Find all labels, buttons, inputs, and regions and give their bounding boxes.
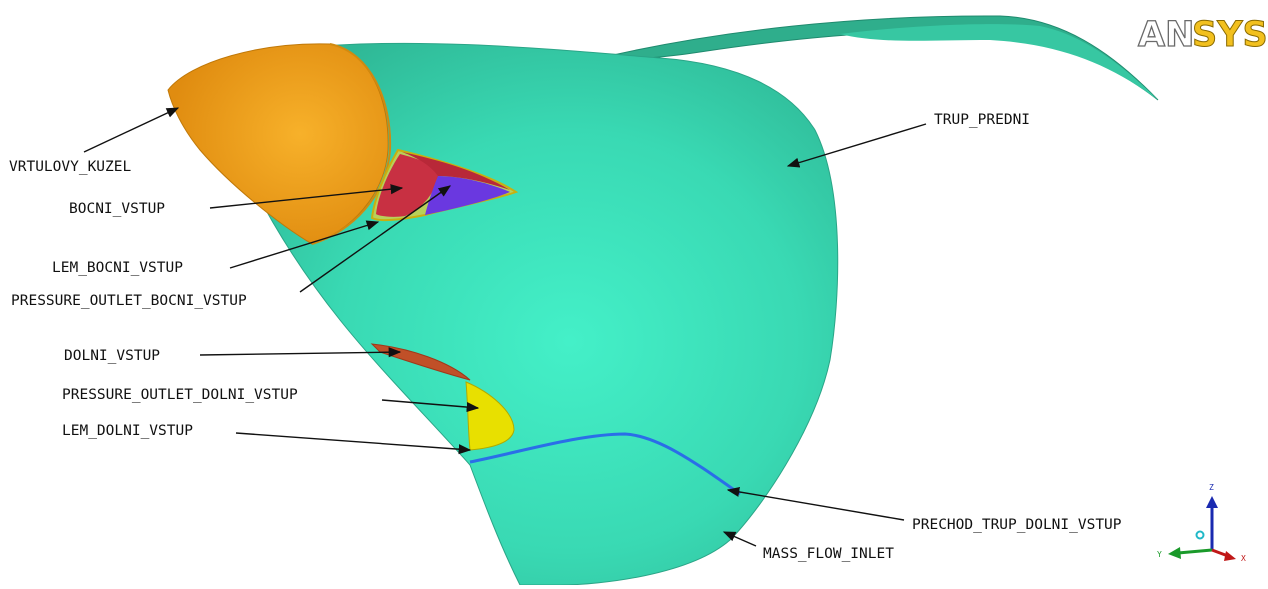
label-prechod-trup-dolni-vstup: PRECHOD_TRUP_DOLNI_VSTUP (912, 517, 1122, 533)
leader-arrows (83, 107, 927, 547)
transition-line (469, 432, 741, 496)
triad-x-arrowhead (1224, 551, 1236, 561)
arrow-bocni-vstup (209, 184, 404, 209)
label-lem-bocni-vstup: LEM_BOCNI_VSTUP (52, 260, 183, 276)
label-trup-predni: TRUP_PREDNI (934, 112, 1030, 128)
triad-x-label: X (1241, 554, 1246, 563)
arrow-pressure-outlet-bocni-vstup (299, 185, 452, 293)
part-labels: VRTULOVY_KUZEL TRUP_PREDNI BOCNI_VSTUP L… (9, 112, 1122, 562)
arrow-lem-bocni-vstup (229, 220, 380, 269)
label-pressure-outlet-bocni-vstup: PRESSURE_OUTLET_BOCNI_VSTUP (11, 293, 247, 309)
label-mass-flow-inlet: MASS_FLOW_INLET (763, 546, 894, 562)
svg-text:SYS: SYS (1192, 15, 1268, 55)
arrow-lem-dolni-vstup (235, 432, 472, 455)
arrow-mass-flow-inlet (722, 531, 757, 547)
triad-origin-marker (1195, 530, 1205, 540)
lower-inlet-outlet-surface (465, 381, 515, 451)
arrow-pressure-outlet-dolni-vstup (381, 399, 480, 413)
triad-y-label: Y (1157, 550, 1162, 559)
arrow-prechod-trup-dolni-vstup (726, 486, 905, 521)
arrow-vrtulovy-kuzel (83, 107, 180, 153)
label-lem-dolni-vstup: LEM_DOLNI_VSTUP (62, 423, 193, 439)
triad-z-label: Z (1209, 483, 1214, 492)
arrow-trup-predni (786, 123, 927, 168)
label-vrtulovy-kuzel: VRTULOVY_KUZEL (9, 159, 131, 175)
axis-triad[interactable]: Z Y X (1157, 483, 1246, 563)
ansys-logo: AN SYS (1137, 14, 1268, 55)
propeller-spinner (167, 43, 389, 245)
side-inlet-surface (376, 154, 439, 217)
triad-y-arrowhead (1168, 547, 1181, 559)
side-inlet-top (402, 152, 510, 190)
wing-underside (840, 24, 1158, 100)
triad-y-axis (1177, 548, 1213, 555)
arrow-dolni-vstup (199, 347, 402, 358)
label-bocni-vstup: BOCNI_VSTUP (69, 201, 165, 217)
triad-z-arrowhead (1206, 496, 1218, 508)
spinner-rim (311, 43, 392, 245)
svg-text:AN: AN (1138, 15, 1194, 55)
label-dolni-vstup: DOLNI_VSTUP (64, 348, 160, 364)
label-pressure-outlet-dolni-vstup: PRESSURE_OUTLET_DOLNI_VSTUP (62, 387, 298, 403)
